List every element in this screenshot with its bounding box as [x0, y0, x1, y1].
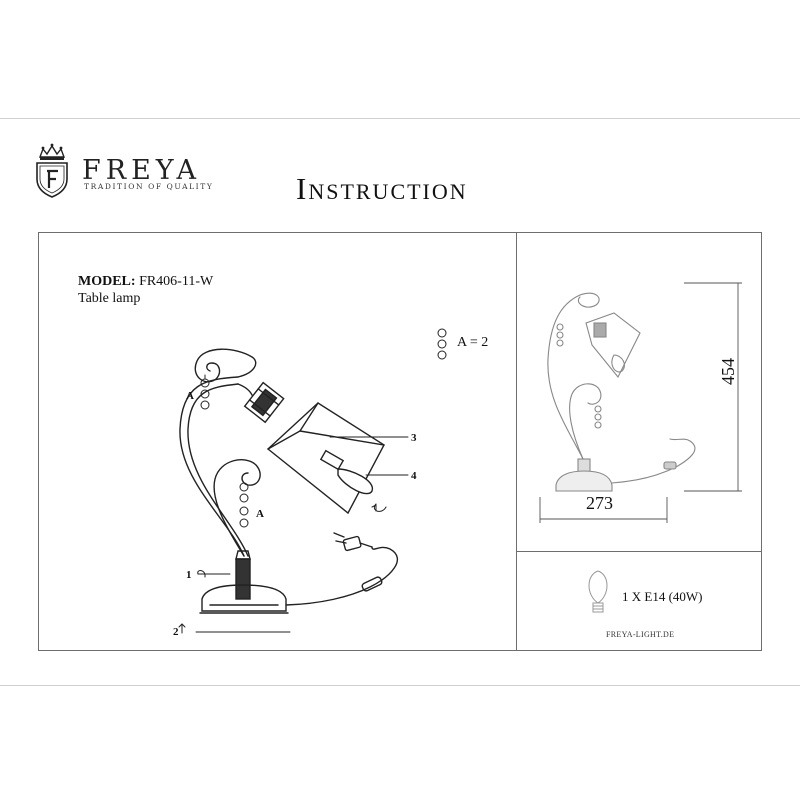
width-dimension: 273: [586, 493, 613, 513]
assembly-diagram: 3 4 1 2 A A: [173, 282, 742, 638]
crystal-drops-a-lower: [239, 482, 249, 528]
width-dimension-line: [539, 497, 668, 523]
column-divider: [516, 232, 517, 651]
cord-switch: [361, 576, 383, 592]
top-scroll: [194, 348, 257, 383]
callout-4: 4: [411, 470, 417, 482]
callout-2: 2: [173, 626, 179, 638]
content-frame: [38, 232, 762, 651]
dimension-drawing: [547, 292, 696, 492]
height-dimension: 454: [718, 358, 738, 385]
brand-tagline: TRADITION OF QUALITY: [84, 182, 214, 191]
model-number: FR406-11-W: [139, 274, 214, 289]
light-bulb-icon: [588, 570, 608, 613]
model-line: MODEL: FR406-11-W: [78, 274, 213, 290]
callout-3: 3: [411, 432, 417, 444]
callout-a-lower: A: [256, 508, 264, 520]
product-type: Table lamp: [78, 291, 141, 306]
brand-name: FREYA: [82, 155, 201, 186]
website-link[interactable]: FREYA-LIGHT.DE: [606, 630, 675, 639]
lamp-base: [201, 584, 287, 612]
bulb-spec: 1 X E14 (40W): [622, 589, 703, 604]
crown-shield-icon: [36, 143, 68, 198]
base-stem: [235, 558, 251, 600]
lamp-socket: [243, 381, 285, 424]
height-dimension-line: [684, 282, 742, 492]
power-cord: [285, 546, 398, 606]
callout-a-upper: A: [186, 390, 194, 402]
callout-1: 1: [186, 569, 192, 581]
crystal-drops-a-upper: [200, 374, 210, 410]
candle-bulb: [337, 468, 373, 495]
crystal-legend-icon: [437, 328, 447, 360]
model-label: MODEL:: [78, 274, 136, 289]
lower-scroll: [213, 459, 261, 557]
crystal-quantity: A = 2: [457, 335, 489, 350]
panel-divider: [516, 551, 762, 552]
document-title: Instruction: [296, 171, 468, 206]
instruction-sheet: FREYA TRADITION OF QUALITY Instruction M…: [0, 118, 800, 686]
plug: [342, 535, 362, 552]
lamp-arm: [179, 376, 245, 557]
